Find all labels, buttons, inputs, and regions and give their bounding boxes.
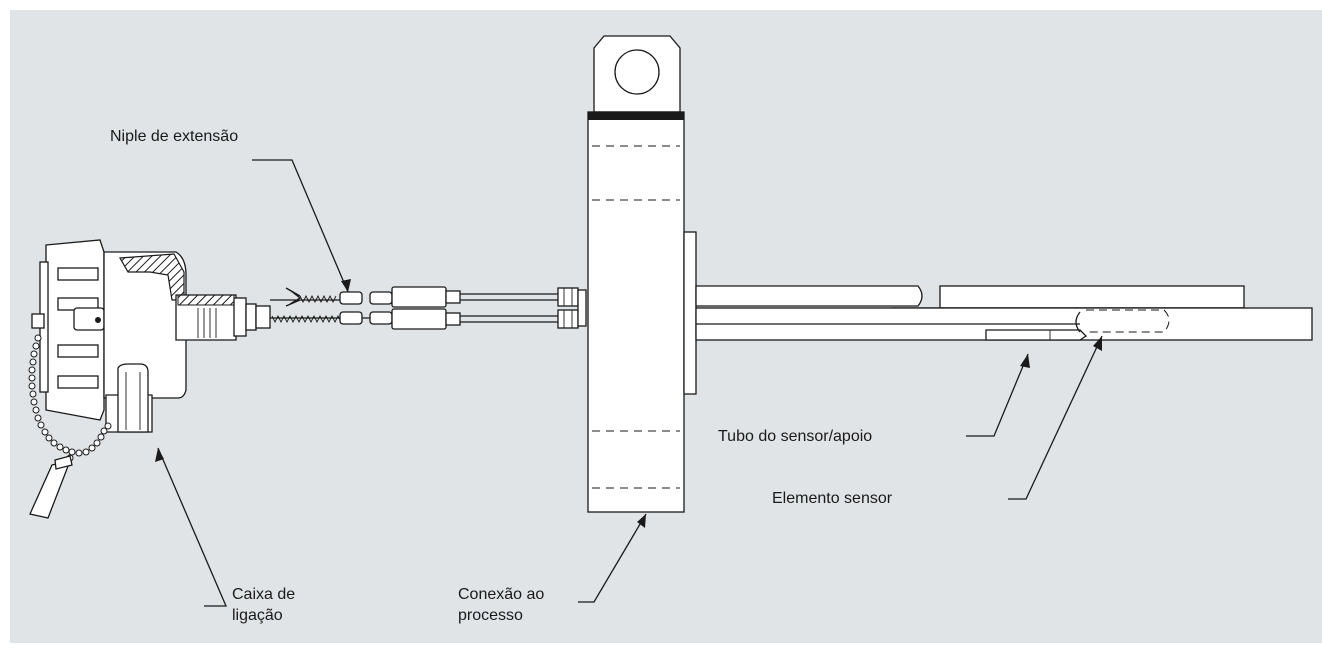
label-caixa: Caixa de ligação	[232, 584, 295, 626]
label-conexao-line2: processo	[458, 607, 523, 624]
leader-tubo	[966, 353, 1029, 437]
tag-plate	[29, 460, 72, 519]
arrowheads	[155, 279, 1102, 528]
extension-nipple	[233, 286, 587, 337]
sensor-tube	[695, 285, 1313, 341]
process-connection	[587, 35, 697, 513]
thermocouple-drawing	[28, 35, 1313, 607]
leader-elemento	[1008, 335, 1103, 500]
terminal-head	[31, 239, 237, 433]
label-niple: Niple de extensão	[110, 128, 239, 145]
bead-chain	[28, 334, 112, 462]
label-conexao: Conexão ao processo	[458, 584, 544, 626]
diagram-canvas: Niple de extensão Caixa de ligação Conex…	[10, 10, 1322, 643]
label-tubo: Tubo do sensor/apoio	[718, 428, 873, 445]
label-elemento: Elemento sensor	[772, 490, 893, 507]
leader-lines	[157, 159, 1103, 607]
leader-conexao	[578, 513, 647, 603]
leader-caixa	[157, 447, 227, 607]
leader-niple	[252, 159, 349, 293]
label-caixa-line2: ligação	[232, 607, 283, 624]
label-caixa-line1: Caixa de	[232, 586, 296, 603]
label-conexao-line1: Conexão ao	[458, 586, 545, 603]
